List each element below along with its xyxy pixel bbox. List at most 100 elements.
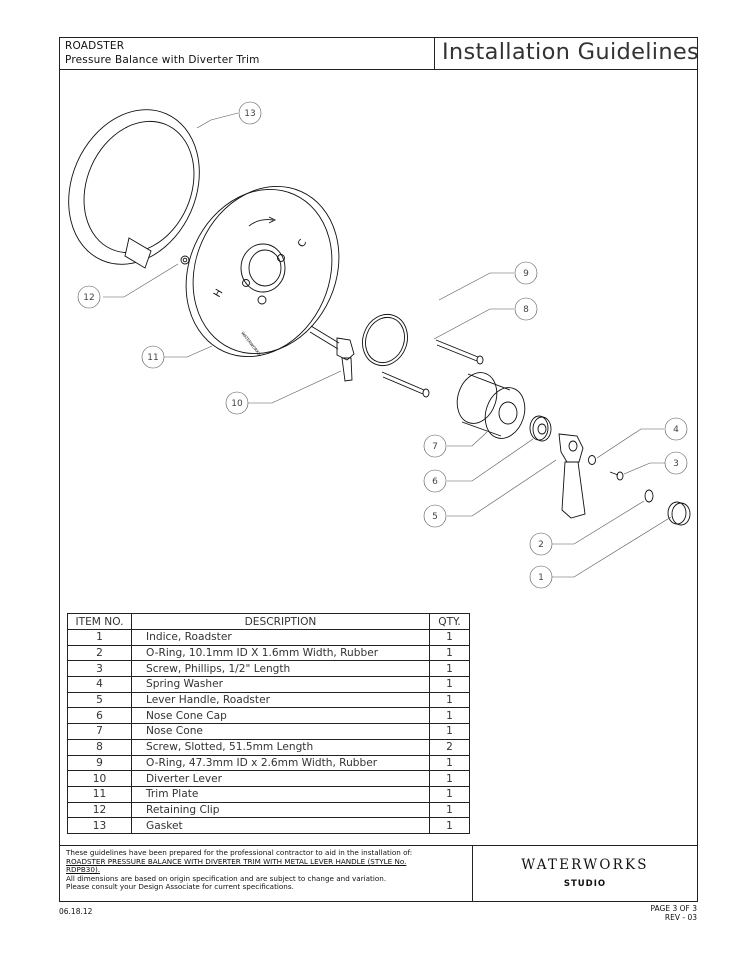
item-qty: 1 (429, 817, 470, 834)
item-description: Gasket (131, 817, 430, 834)
item-qty: 1 (429, 629, 470, 646)
product-subtitle: Pressure Balance with Diverter Trim (65, 54, 260, 66)
item-no: 6 (67, 707, 132, 725)
item-no: 5 (67, 691, 132, 709)
item-description: O-Ring, 47.3mm ID x 2.6mm Width, Rubber (131, 754, 430, 772)
item-qty: 1 (429, 770, 470, 787)
item-no: 13 (67, 817, 132, 834)
callout-8: 8 (523, 305, 529, 315)
cold-mark: C (296, 238, 309, 250)
footer-notes: These guidelines have been prepared for … (59, 845, 473, 902)
item-no: 12 (67, 801, 132, 819)
nose-cone-part (456, 372, 526, 439)
callouts: 13 12 11 10 9 8 7 6 5 4 3 2 1 (77, 101, 688, 589)
brand-logo: WATERWORKS (521, 857, 649, 873)
item-qty: 1 (429, 676, 470, 693)
item-description: Trim Plate (131, 785, 430, 803)
callout-7: 7 (432, 442, 438, 452)
item-description: O-Ring, 10.1mm ID X 1.6mm Width, Rubber (131, 644, 430, 662)
footer-note-product: ROADSTER PRESSURE BALANCE WITH DIVERTER … (66, 856, 407, 866)
callout-5: 5 (432, 512, 438, 522)
item-no: 2 (67, 644, 132, 662)
callout-1: 1 (538, 573, 544, 583)
item-qty: 1 (429, 691, 470, 709)
retaining-clip-part (180, 255, 190, 265)
item-description: Screw, Phillips, 1/2" Length (131, 660, 430, 678)
footer-note-dimensions: All dimensions are based on origin speci… (66, 873, 387, 883)
item-description: Diverter Lever (131, 770, 430, 787)
item-no: 11 (67, 785, 132, 803)
callout-9: 9 (523, 269, 529, 279)
item-no: 7 (67, 723, 132, 740)
item-qty: 1 (429, 723, 470, 740)
item-description: Lever Handle, Roadster (131, 691, 430, 709)
item-qty: 1 (429, 785, 470, 803)
item-no: 1 (67, 629, 132, 646)
lever-handle-part (558, 433, 586, 519)
item-no: 3 (67, 660, 132, 678)
gasket-part (68, 109, 200, 269)
item-description: Spring Washer (131, 676, 430, 693)
page-number: PAGE 3 OF 3 (650, 904, 697, 913)
footer-note-style: RDPB30). (66, 865, 101, 875)
header-product-box: ROADSTER Pressure Balance with Diverter … (59, 37, 435, 70)
item-description: Indice, Roadster (131, 629, 430, 646)
callout-4: 4 (673, 425, 679, 435)
item-no: 10 (67, 770, 132, 787)
nose-cone-cap-part (529, 415, 552, 442)
callout-10: 10 (231, 399, 243, 409)
revision: REV - 03 (664, 913, 697, 922)
col-header-description: DESCRIPTION (131, 613, 430, 630)
document-date: 06.18.12 (59, 907, 93, 916)
col-header-qty: QTY. (429, 613, 470, 630)
page-info: PAGE 3 OF 3 REV - 03 (650, 904, 697, 922)
item-qty: 2 (429, 738, 470, 756)
slotted-screw-upper (435, 339, 484, 365)
footer-note-consult: Please consult your Design Associate for… (66, 882, 294, 892)
item-qty: 1 (429, 754, 470, 772)
item-description: Screw, Slotted, 51.5mm Length (131, 738, 430, 756)
callout-13: 13 (244, 109, 255, 119)
header-title-box: Installation Guidelines (434, 37, 700, 70)
indice-part (667, 501, 691, 526)
brand-studio: STUDIO (563, 879, 607, 889)
callout-2: 2 (538, 540, 544, 550)
item-description: Nose Cone Cap (131, 707, 430, 725)
phillips-screw-part (609, 471, 624, 481)
o-ring-large-part (362, 313, 408, 367)
o-ring-small-part (644, 489, 654, 503)
table-header-row: ITEM NO. DESCRIPTION QTY. (67, 613, 470, 630)
item-description: Nose Cone (131, 723, 430, 740)
item-no: 9 (67, 754, 132, 772)
item-qty: 1 (429, 660, 470, 678)
item-no: 4 (67, 676, 132, 693)
callout-6: 6 (432, 477, 438, 487)
slotted-screw-lower (381, 371, 430, 398)
callout-11: 11 (147, 353, 158, 363)
page-title: Installation Guidelines (442, 39, 700, 65)
footer-brand-box: WATERWORKS STUDIO (472, 845, 698, 902)
product-name: ROADSTER (65, 40, 125, 52)
item-qty: 1 (429, 801, 470, 819)
item-no: 8 (67, 738, 132, 756)
callout-12: 12 (83, 293, 94, 303)
spring-washer-part (588, 455, 596, 465)
col-header-item: ITEM NO. (67, 613, 132, 630)
diverter-lever-part (309, 325, 355, 382)
item-qty: 1 (429, 644, 470, 662)
hot-mark: H (212, 287, 225, 299)
exploded-view-drawing: H C WATERWORKS (68, 101, 691, 589)
